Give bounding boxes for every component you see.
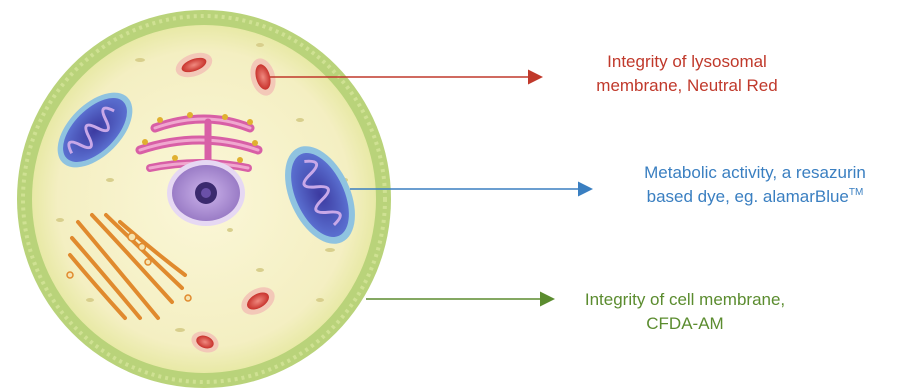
label-cell-membrane: Integrity of cell membrane, CFDA-AM <box>565 288 805 336</box>
label-lysosomal-line2: membrane, Neutral Red <box>562 74 812 98</box>
nucleus <box>167 160 245 226</box>
trademark-superscript: TM <box>849 187 863 198</box>
label-cell-membrane-line1: Integrity of cell membrane, <box>565 288 805 312</box>
label-metabolic-activity: Metabolic activity, a resazurin based dy… <box>605 161 905 209</box>
label-lysosomal-membrane: Integrity of lysosomal membrane, Neutral… <box>562 50 812 98</box>
label-metabolic-line2-wrap: based dye, eg. alamarBlueTM <box>605 185 905 209</box>
label-metabolic-line2: based dye, eg. alamarBlue <box>647 187 849 206</box>
label-metabolic-line1: Metabolic activity, a resazurin <box>605 161 905 185</box>
label-lysosomal-line1: Integrity of lysosomal <box>562 50 812 74</box>
label-cell-membrane-line2: CFDA-AM <box>565 312 805 336</box>
